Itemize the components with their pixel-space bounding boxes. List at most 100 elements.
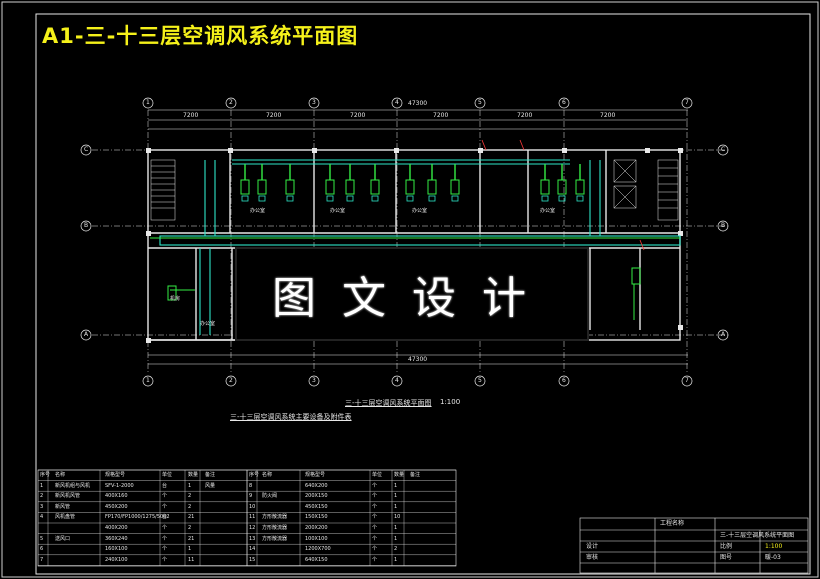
schedule-cell: 名称 (55, 472, 66, 478)
schedule-cell: 1 (394, 493, 398, 500)
schedule-cell: 2 (40, 493, 44, 500)
axis-bubble (681, 375, 693, 387)
svg-text:办公室: 办公室 (250, 207, 265, 214)
axis-bubble (681, 97, 693, 109)
axis-label-5: 5 (478, 377, 482, 384)
schedule-cell: 个 (372, 482, 378, 489)
axis-label-2: 2 (229, 99, 233, 106)
axis-bubble (225, 97, 237, 109)
schedule-cell: 6 (40, 546, 44, 553)
axis-label-C: C (721, 146, 726, 153)
schedule-cell: 200X200 (305, 525, 328, 531)
schedule-cell: 单位 (372, 472, 383, 478)
schedule-cell: 1 (188, 482, 192, 489)
axis-bubble (474, 375, 486, 387)
fan-coil-units (240, 164, 585, 202)
schedule-cell: 个 (372, 514, 378, 521)
axis-bubble (717, 220, 729, 232)
facade-columns (146, 148, 683, 343)
schedule-cell: 台 (162, 514, 168, 521)
schedule-cell: 送风口 (55, 535, 71, 542)
overall-dimension: 47300 (408, 100, 428, 107)
schedule-cell: 21 (188, 514, 195, 521)
schedule-cell: 个 (162, 493, 168, 500)
schedule-cell: 12 (249, 525, 256, 531)
axis-label-B: B (84, 222, 89, 229)
schedule-cell: 1 (188, 546, 192, 553)
fan-coil-unit (345, 179, 355, 195)
bay-dimension-3: 7200 (350, 112, 366, 119)
fan-coil-unit (405, 179, 415, 195)
schedule-cell: 8 (249, 482, 253, 489)
fan-coil-unit (325, 179, 335, 195)
bay-dimension-4: 7200 (433, 112, 449, 119)
tb-scale-value: 1:100 (765, 543, 783, 550)
plan-caption: 三-十三层空调风系统平面图 (345, 399, 432, 407)
svg-text:办公室: 办公室 (540, 207, 555, 214)
schedule-cell: 100X100 (305, 535, 328, 542)
axis-label-6: 6 (562, 99, 566, 106)
svg-text:办公室: 办公室 (200, 320, 215, 327)
schedule-cell: 个 (162, 525, 168, 531)
schedule-cell: 新风管 (55, 503, 71, 510)
axis-label-3: 3 (312, 377, 316, 384)
axis-label-A: A (721, 331, 726, 338)
schedule-cell: FP170/FP1000/1275/5002 (105, 514, 170, 521)
schedule-caption: 三-十三层空调风系统主要设备及附件表 (230, 413, 352, 421)
axis-label-7: 7 (685, 99, 689, 106)
fan-coil-unit (257, 179, 267, 195)
schedule-cell: 200X150 (305, 493, 328, 500)
axis-label-7: 7 (685, 377, 689, 384)
schedule-cell: 序号 (249, 472, 260, 478)
schedule-cell: 400X160 (105, 493, 128, 500)
axis-bubble (391, 97, 403, 109)
schedule-cell: 规格型号 (305, 472, 326, 478)
axis-bubble (80, 220, 92, 232)
schedule-cell: 13 (249, 535, 256, 542)
svg-text:机房: 机房 (170, 295, 180, 302)
schedule-cell: 640X200 (305, 482, 328, 489)
tb-design: 设计 (586, 543, 599, 550)
schedule-cell: 10 (394, 514, 401, 521)
axis-bubble (308, 97, 320, 109)
schedule-cell: 数量 (188, 472, 199, 478)
schedule-cell: 规格型号 (105, 472, 126, 478)
schedule-cell: 450X200 (105, 503, 128, 510)
axis-bubble (391, 375, 403, 387)
schedule-cell: 2 (188, 503, 192, 510)
schedule-cell: 5 (40, 535, 44, 542)
axis-bubble (717, 144, 729, 156)
top-dimensions (148, 109, 688, 365)
schedule-cell: 防火阀 (262, 493, 278, 500)
schedule-cell: 个 (162, 503, 168, 510)
bay-dimension-6: 7200 (600, 112, 616, 119)
axis-label-1: 1 (146, 377, 150, 384)
schedule-cell: 1 (394, 556, 398, 563)
plan-scale: 1:100 (440, 398, 461, 406)
axis-label-3: 3 (312, 99, 316, 106)
schedule-cell: 新风机组与风机 (55, 482, 91, 489)
schedule-cell: 11 (249, 514, 256, 521)
schedule-cell: 个 (372, 503, 378, 510)
axis-label-1: 1 (146, 99, 150, 106)
axis-bubble (80, 329, 92, 341)
axis-label-6: 6 (562, 377, 566, 384)
schedule-cell: 备注 (410, 472, 421, 478)
schedule-cell: 方形散流器 (262, 525, 288, 531)
fan-coil-unit (285, 179, 295, 195)
schedule-cell: 1200X700 (305, 546, 331, 553)
schedule-cell: 风量 (205, 482, 216, 489)
schedule-cell: 9 (249, 493, 253, 500)
schedule-cell: 14 (249, 546, 256, 553)
overall-dimension-bottom: 47300 (408, 356, 428, 363)
fan-coil-unit (427, 179, 437, 195)
drawing-title: A1-三-十三层空调风系统平面图 (42, 24, 359, 48)
axis-bubble (474, 97, 486, 109)
fan-coil-unit (370, 179, 380, 195)
schedule-cell: 21 (188, 535, 195, 542)
axis-bubbles (80, 97, 729, 387)
axis-bubble (142, 375, 154, 387)
schedule-cell: 个 (162, 535, 168, 542)
